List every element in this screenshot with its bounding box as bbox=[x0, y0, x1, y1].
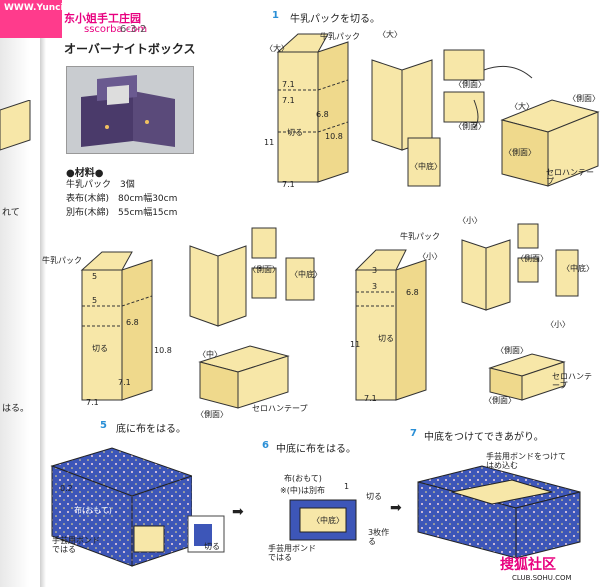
arrow-right-icon: ➡ bbox=[232, 504, 244, 520]
label: 〈側面〉 bbox=[568, 94, 600, 103]
step-title: 底に布をはる。 bbox=[116, 420, 186, 435]
book-code: 6-3-2 bbox=[120, 24, 146, 35]
label: 〈中底〉 bbox=[562, 264, 594, 273]
dimension: 6.8 bbox=[406, 288, 419, 297]
label: 〈大〉 bbox=[265, 44, 289, 53]
step-title: 中底をつけてできあがり。 bbox=[424, 428, 544, 443]
label: 牛乳パック bbox=[320, 32, 360, 41]
finished-box-photo bbox=[66, 66, 194, 154]
label: 〈小〉 bbox=[458, 216, 482, 225]
label: 〈中底〉 bbox=[290, 270, 322, 279]
site-logo: WWW.Yuncity.Com bbox=[0, 0, 62, 38]
label: セロハンテープ bbox=[552, 372, 596, 390]
step-title: 中底に布をはる。 bbox=[276, 440, 356, 455]
left-page-box-fragment bbox=[0, 100, 40, 160]
step2-pieces bbox=[180, 226, 330, 416]
label: 布(おもて) bbox=[74, 506, 112, 515]
label: ※(中)は別布 bbox=[280, 486, 325, 495]
step-number: 6 bbox=[262, 440, 269, 451]
left-page-text: れて bbox=[2, 208, 20, 218]
label: 切る bbox=[92, 344, 108, 353]
dimension: 11 bbox=[264, 138, 274, 147]
dimension: 7.1 bbox=[282, 180, 295, 189]
label: 〈側面〉 bbox=[504, 148, 536, 157]
label: 〈小〉 bbox=[546, 320, 570, 329]
label: 〈側面〉 bbox=[196, 410, 228, 419]
footer-url: CLUB.SOHU.COM bbox=[512, 574, 572, 582]
label: 〈側面〉 bbox=[496, 346, 528, 355]
step-number: 1 bbox=[272, 10, 279, 21]
label: 切る bbox=[204, 542, 220, 551]
label: 手芸用ボンドではる bbox=[268, 544, 318, 562]
dimension: 7.1 bbox=[282, 80, 295, 89]
milk-carton-large-diagram bbox=[258, 32, 368, 192]
label: 〈中〉 bbox=[198, 350, 222, 359]
label: 〈側面〉 bbox=[516, 254, 548, 263]
dimension: 11 bbox=[350, 340, 360, 349]
step-number: 7 bbox=[410, 428, 417, 439]
label: 〈小〉 bbox=[418, 252, 442, 261]
dimension: 10.8 bbox=[154, 346, 172, 355]
dimension: 3 bbox=[372, 266, 377, 275]
dimension: 1 bbox=[344, 482, 349, 491]
label: セロハンテープ bbox=[252, 404, 308, 413]
label: 切る bbox=[366, 492, 382, 501]
finished-box-diagram bbox=[412, 462, 582, 562]
dimension: 0.2 bbox=[60, 484, 73, 493]
label: 〈側面〉 bbox=[484, 396, 516, 405]
label: セロハンテープ bbox=[546, 168, 596, 186]
dimension: 3 bbox=[372, 282, 377, 291]
dimension: 7.1 bbox=[86, 398, 99, 407]
footer-brand: 搜狐社区 bbox=[500, 554, 556, 574]
left-page-strip bbox=[0, 0, 42, 587]
label: 3枚作る bbox=[368, 528, 390, 546]
label: 〈側面〉 bbox=[248, 265, 280, 274]
label: 牛乳パック bbox=[400, 232, 440, 241]
dimension: 6.8 bbox=[126, 318, 139, 327]
label: 〈中底〉 bbox=[410, 162, 442, 171]
dimension: 6.8 bbox=[316, 110, 329, 119]
milk-carton-small-diagram bbox=[346, 240, 446, 410]
step-number: 5 bbox=[100, 420, 107, 431]
materials-line: 別布(木綿) 55cm幅15cm bbox=[66, 208, 177, 218]
dimension: 5 bbox=[92, 296, 97, 305]
left-page-text: はる。 bbox=[2, 404, 29, 414]
dimension: 5 bbox=[92, 272, 97, 281]
materials-heading: ●材料● bbox=[66, 164, 103, 179]
step-title: 牛乳パックを切る。 bbox=[290, 10, 380, 25]
dimension: 10.8 bbox=[325, 132, 343, 141]
label: 切る bbox=[378, 334, 394, 343]
label: 〈大〉 bbox=[378, 30, 402, 39]
label: 牛乳パック bbox=[42, 256, 82, 265]
label: 手芸用ボンドではる bbox=[52, 536, 102, 554]
dimension: 7.1 bbox=[282, 96, 295, 105]
page-title: オーバーナイトボックス bbox=[64, 40, 196, 57]
materials-line: 牛乳パック 3個 bbox=[66, 180, 135, 190]
label: 〈大〉 bbox=[510, 102, 534, 111]
label: 切る bbox=[287, 128, 303, 137]
dimension: 7.1 bbox=[364, 394, 377, 403]
fabric-box-diagram bbox=[42, 446, 192, 576]
label: 〈側面〉 bbox=[454, 122, 486, 131]
arrow-right-icon: ➡ bbox=[390, 500, 402, 516]
materials-line: 表布(木綿) 80cm幅30cm bbox=[66, 194, 177, 204]
label: 〈中底〉 bbox=[312, 516, 344, 525]
label: 〈側面〉 bbox=[454, 80, 486, 89]
dimension: 7.1 bbox=[118, 378, 131, 387]
label: 布(おもて) bbox=[284, 474, 322, 483]
